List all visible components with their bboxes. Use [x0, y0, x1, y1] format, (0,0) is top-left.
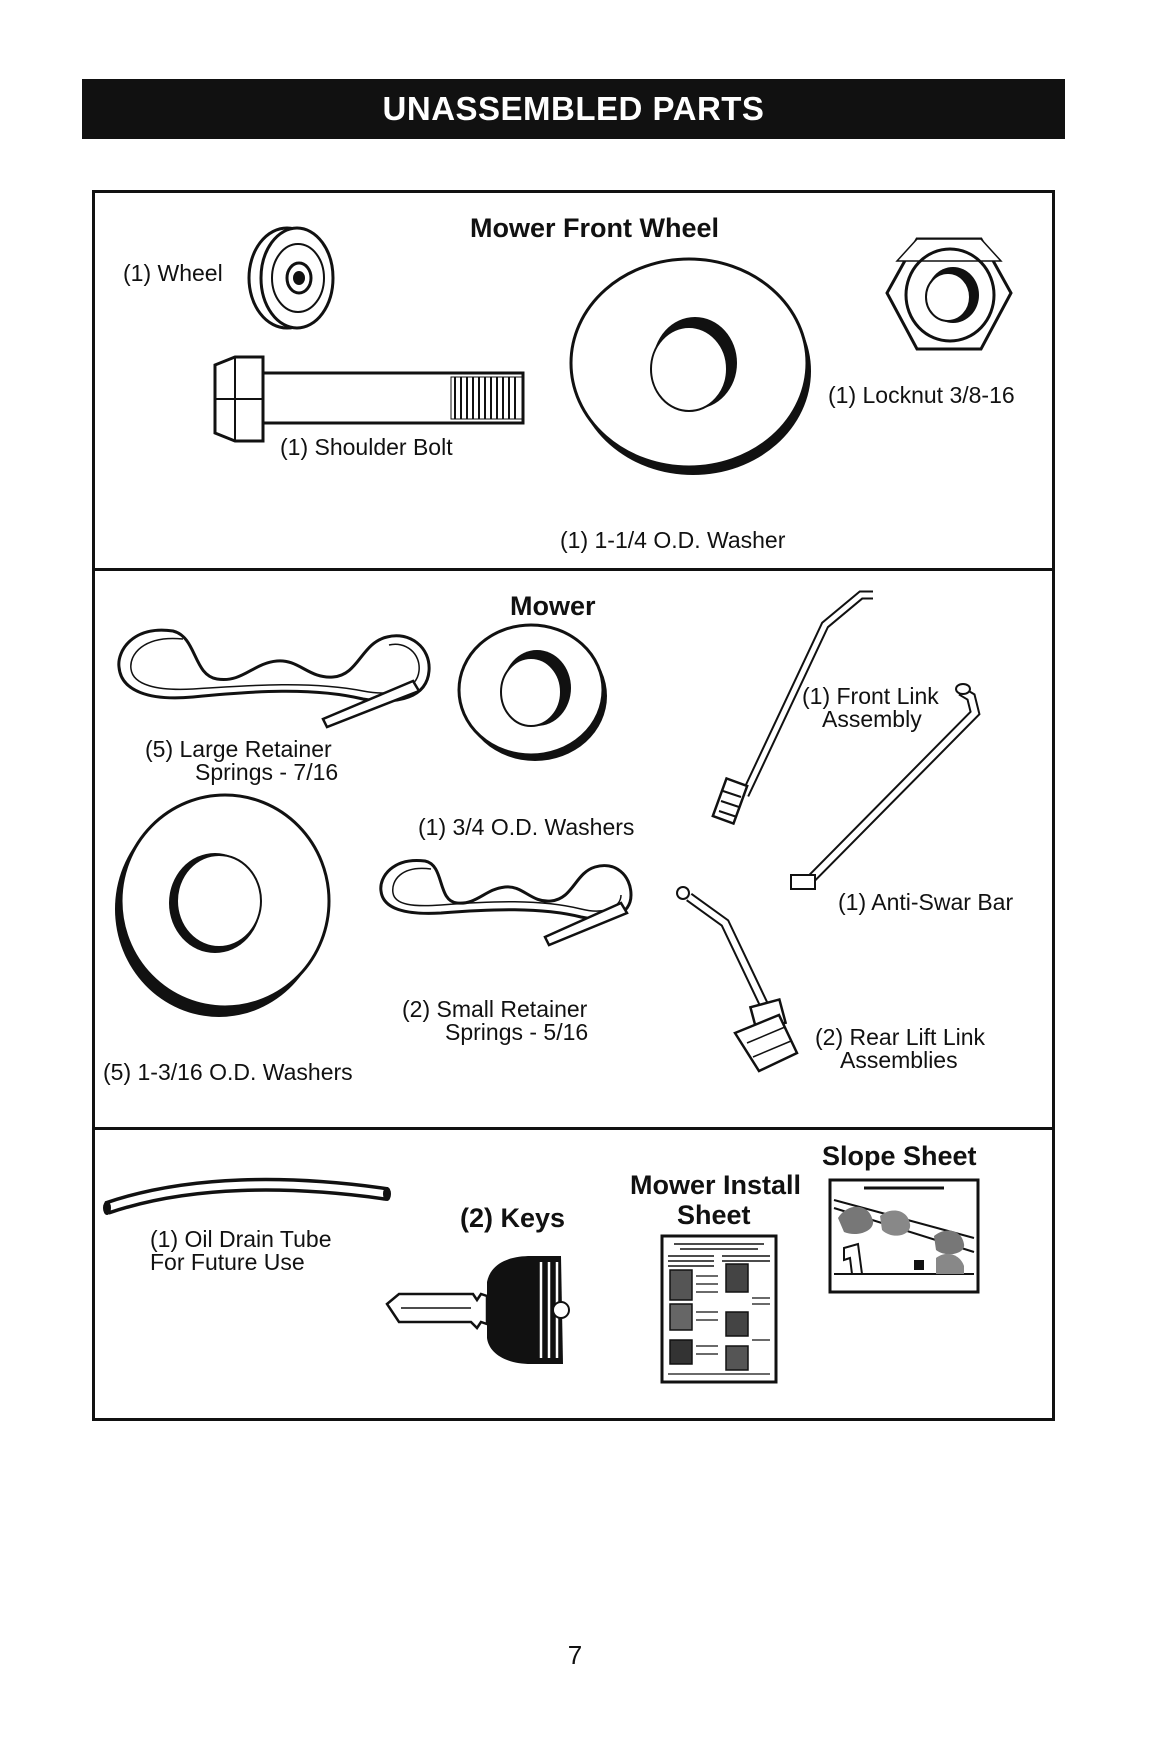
front-link-label-1: (1) Front Link [802, 683, 939, 709]
rear-lift-link-illustration [676, 886, 799, 1073]
big-washers-label: (5) 1-3/16 O.D. Washers [103, 1059, 353, 1085]
shoulder-bolt-illustration [213, 355, 525, 443]
oil-drain-tube-illustration [103, 1177, 391, 1215]
oil-tube-label-1: (1) Oil Drain Tube [150, 1226, 332, 1252]
large-retainer-spring-illustration [117, 628, 431, 729]
small-washer-label: (1) 3/4 O.D. Washers [418, 814, 635, 840]
wheel-illustration [247, 226, 335, 330]
large-od-washer-illustration [115, 793, 331, 1017]
large-springs-label-2: Springs - 7/16 [195, 759, 339, 785]
large-washer-illustration [569, 257, 811, 475]
misc-panel: (1) Oil Drain Tube For Future Use (2) Ke… [92, 1127, 1055, 1421]
wheel-label: (1) Wheel [123, 260, 223, 286]
shoulder-bolt-label: (1) Shoulder Bolt [280, 434, 453, 460]
mower-panel: Mower (5) Large Retainer Springs - 7/16 … [92, 568, 1055, 1130]
oil-tube-label-2: For Future Use [150, 1249, 305, 1275]
page-title-banner: UNASSEMBLED PARTS [82, 79, 1065, 139]
washer-label: (1) 1-1/4 O.D. Washer [560, 527, 786, 553]
install-sheet-heading-1: Mower Install [630, 1170, 802, 1200]
install-sheet-heading-2: Sheet [677, 1200, 751, 1230]
anti-sway-label: (1) Anti-Swar Bar [838, 889, 1014, 915]
keys-heading: (2) Keys [460, 1203, 566, 1233]
small-springs-label-1: (2) Small Retainer [402, 996, 588, 1022]
mower-install-sheet-thumbnail [660, 1234, 778, 1384]
key-illustration [385, 1256, 570, 1364]
front-wheel-panel: Mower Front Wheel (1) Wheel (1) Shoulder… [92, 190, 1055, 571]
small-washer-illustration [457, 623, 607, 761]
large-springs-label-1: (5) Large Retainer [145, 736, 332, 762]
mower-heading: Mower [510, 591, 596, 621]
slope-sheet-heading: Slope Sheet [822, 1141, 977, 1171]
locknut-label: (1) Locknut 3/8-16 [828, 382, 1015, 408]
front-wheel-heading: Mower Front Wheel [470, 213, 719, 243]
small-springs-label-2: Springs - 5/16 [445, 1019, 589, 1045]
small-retainer-spring-illustration [379, 859, 633, 947]
page-number: 7 [567, 1640, 583, 1670]
rear-link-label-1: (2) Rear Lift Link [815, 1024, 986, 1050]
rear-link-label-2: Assemblies [840, 1047, 958, 1073]
locknut-illustration [885, 237, 1013, 351]
front-link-label-2: Assembly [822, 706, 922, 732]
front-link-illustration [711, 590, 981, 890]
slope-sheet-thumbnail [828, 1178, 980, 1294]
